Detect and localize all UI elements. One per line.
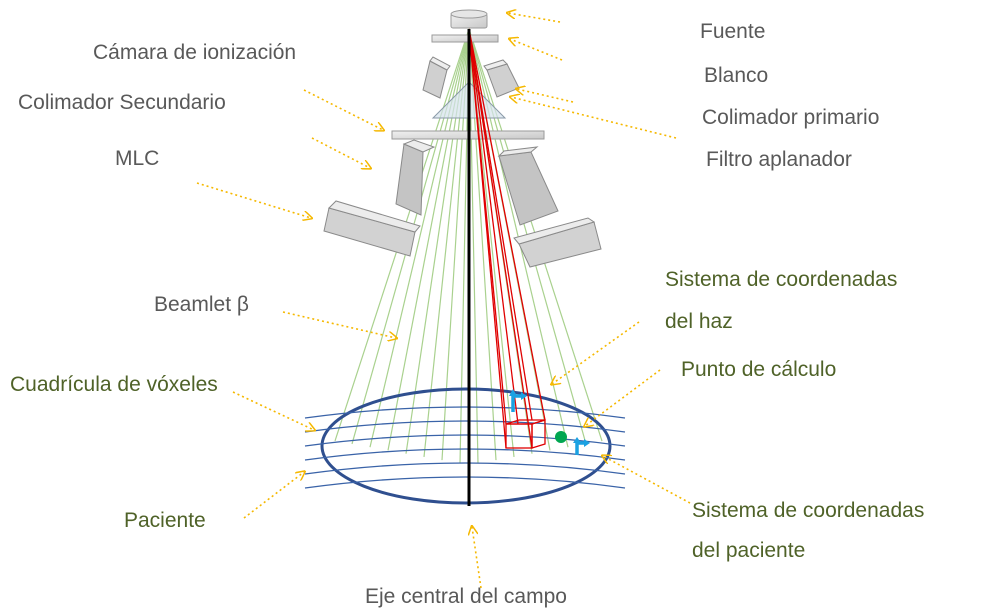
label-beamlet: Beamlet β bbox=[154, 293, 249, 316]
label-sistema-haz-1: Sistema de coordenadas bbox=[665, 268, 897, 291]
label-mlc: MLC bbox=[115, 147, 159, 170]
label-blanco: Blanco bbox=[704, 64, 768, 87]
label-colimador-primario: Colimador primario bbox=[702, 106, 879, 129]
beam-coordinate-arrows bbox=[509, 389, 527, 412]
beamlet-beta bbox=[468, 28, 546, 449]
label-eje-central: Eje central del campo bbox=[365, 585, 567, 608]
secondary-collimator bbox=[395, 139, 559, 226]
pointer-arrows bbox=[196, 13, 691, 589]
label-sistema-paciente-2: del paciente bbox=[692, 539, 805, 562]
calculation-point bbox=[555, 431, 567, 443]
label-filtro-aplanador: Filtro aplanador bbox=[706, 148, 852, 171]
voxel-grid-line bbox=[304, 406, 626, 419]
target bbox=[431, 34, 499, 43]
patient bbox=[320, 387, 612, 505]
patient-coordinate-arrows bbox=[573, 437, 590, 455]
ionization-chamber bbox=[422, 56, 520, 99]
mlc bbox=[323, 200, 602, 268]
source bbox=[450, 9, 488, 29]
label-sistema-paciente-1: Sistema de coordenadas bbox=[692, 499, 924, 522]
label-sistema-haz-2: del haz bbox=[665, 310, 733, 333]
label-paciente: Paciente bbox=[124, 509, 206, 532]
label-fuente: Fuente bbox=[700, 20, 765, 43]
voxel-grid-line bbox=[304, 462, 626, 475]
label-colimador-secundario: Colimador Secundario bbox=[18, 91, 226, 114]
label-punto-calculo: Punto de cálculo bbox=[681, 358, 836, 381]
voxel-grid-line bbox=[304, 476, 626, 489]
voxel-grid-line bbox=[304, 448, 626, 461]
label-camara-ionizacion: Cámara de ionización bbox=[93, 41, 296, 64]
label-cuadricula-voxeles: Cuadrícula de vóxeles bbox=[10, 373, 218, 396]
voxel-grid-line bbox=[304, 434, 626, 447]
voxel-grid-line bbox=[304, 420, 626, 433]
